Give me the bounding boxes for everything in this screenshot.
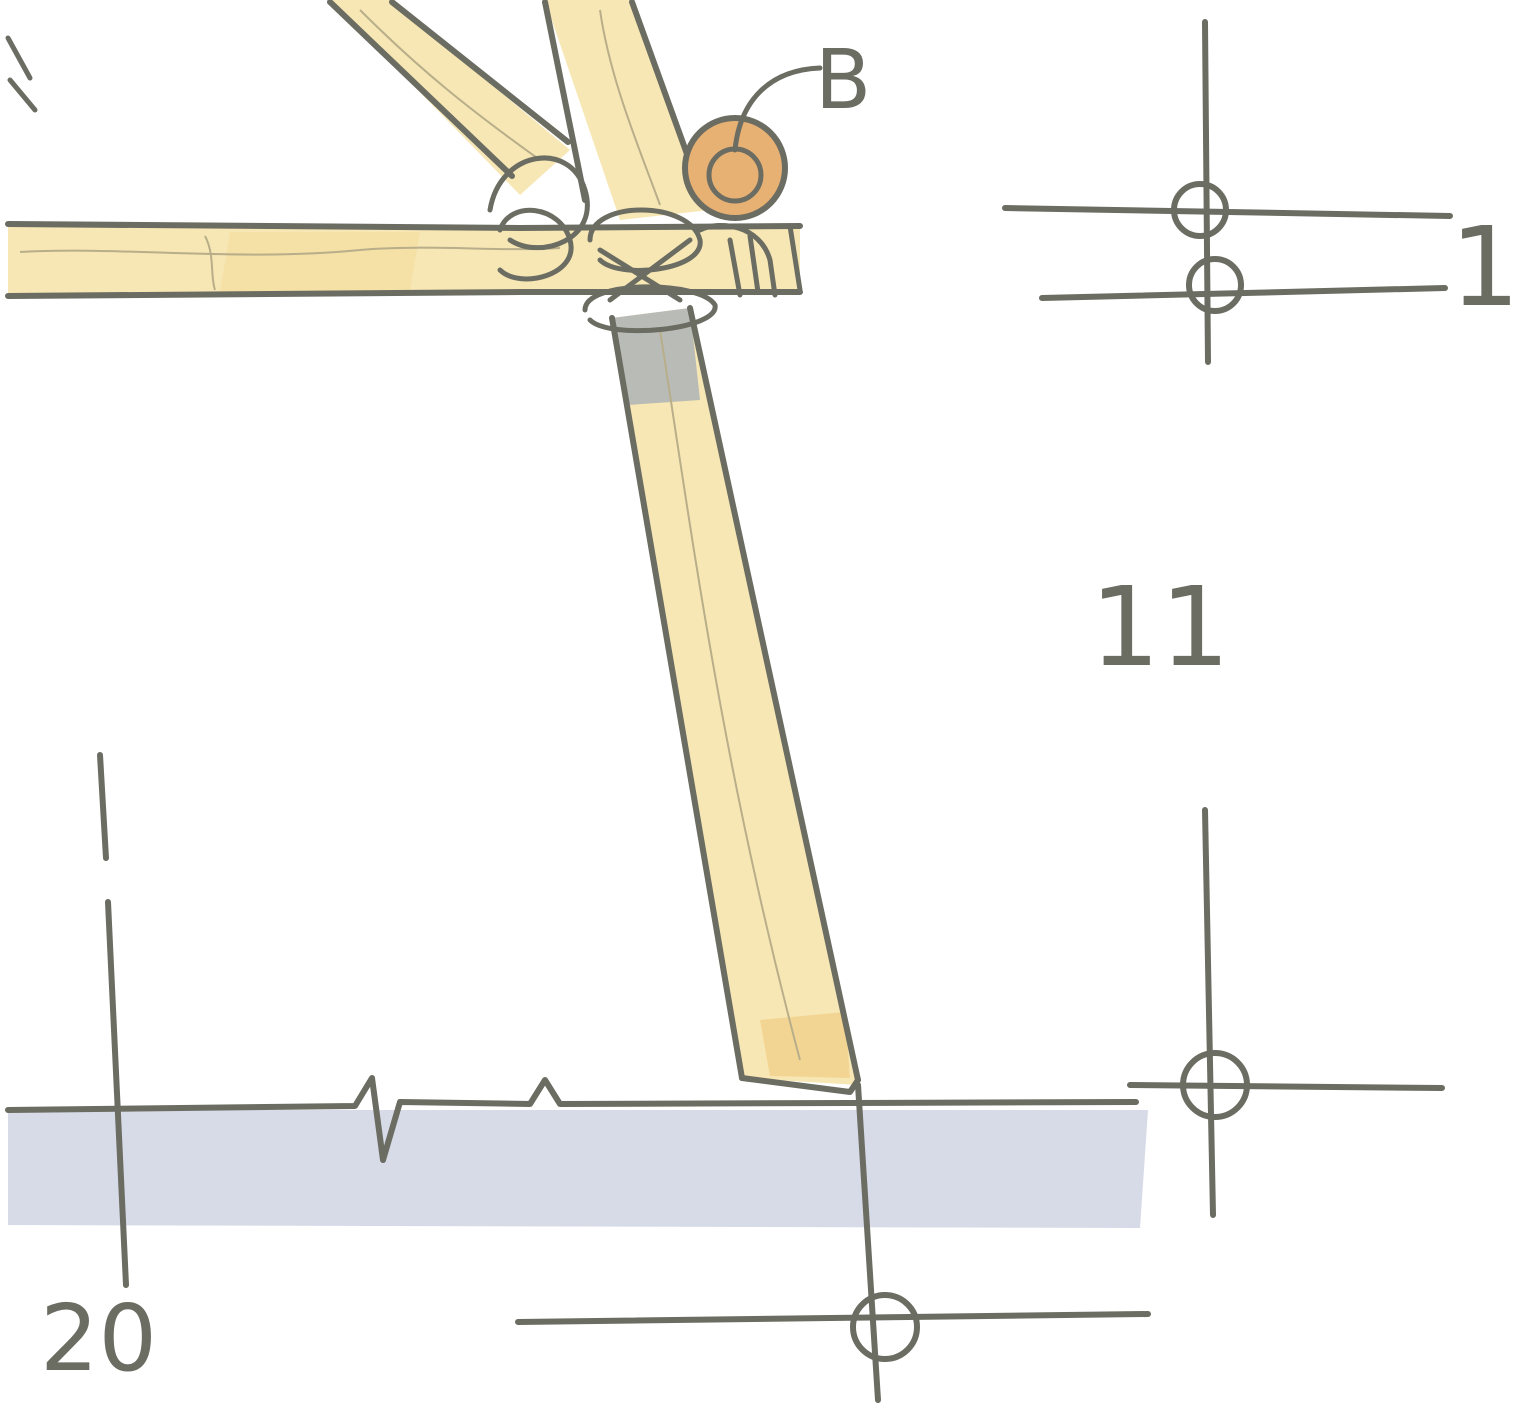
lashing-wrap-7 (747, 233, 761, 295)
lashing-cross-2 (607, 237, 693, 303)
left-rafter-edge-1 (327, 0, 515, 179)
axis-20-label: 20 (40, 1285, 157, 1392)
ground-line (5, 1075, 1139, 1163)
bolt-leader (732, 65, 823, 153)
lashing-wrap-1 (487, 155, 590, 251)
lashing-wrap-2 (497, 207, 574, 282)
upper-post (542, 0, 710, 220)
lashing-wrap-5 (697, 222, 778, 298)
bolt-label: B (815, 33, 871, 128)
left-rafter-edge-2 (389, 0, 571, 145)
lashing-wrap-6 (727, 237, 743, 298)
axis-1-circle-upper (1171, 181, 1229, 239)
lashing-wrap-4 (582, 284, 718, 334)
axis-11-vertical (1202, 807, 1216, 1218)
upper-post-grain (599, 9, 661, 206)
upper-post-fill (545, 0, 710, 220)
ground-fill (8, 1110, 1148, 1228)
post-grain (659, 329, 801, 1061)
ground (5, 1075, 1148, 1228)
left-rafter-grain (359, 9, 541, 161)
bolt: B (682, 33, 871, 221)
post-left-edge (609, 315, 745, 1081)
axis-11-horizontal (1127, 1082, 1445, 1091)
beam-grain (19, 246, 561, 256)
upper-post-edge-1 (542, 0, 588, 203)
axis-20-vertical-top (97, 752, 109, 861)
axis-1-line-lower (1039, 285, 1448, 301)
axis-marker-11: 11 (1090, 563, 1445, 1218)
axis-20-circle (850, 1292, 920, 1362)
axis-20-vertical (105, 899, 129, 1288)
horizontal-beam (5, 221, 803, 299)
axis-20-horizontal (515, 1311, 1151, 1325)
axis-marker-1: 1 (1002, 19, 1520, 365)
beam-tint (220, 232, 420, 292)
bolt-outer-ring (682, 115, 788, 221)
post-foot-tint (760, 1012, 850, 1078)
axis-11-label: 11 (1090, 563, 1230, 691)
beam-bottom-edge (5, 289, 803, 299)
axis-marker-20: 20 (40, 752, 1151, 1403)
post-fill (612, 308, 858, 1085)
axis-1-label: 1 (1450, 203, 1520, 331)
fragment-mark (5, 35, 38, 113)
axis-1-circle-lower (1186, 256, 1244, 314)
left-rafter (327, 0, 571, 195)
axis-1-vertical (1202, 19, 1211, 365)
post-right-edge (687, 305, 861, 1083)
axis-20-post-line (855, 1082, 881, 1403)
beam-grain-2 (204, 235, 216, 291)
left-rafter-fill (330, 0, 570, 195)
lashing-joint (487, 155, 778, 334)
beam-end (787, 223, 803, 293)
axis-11-circle (1180, 1050, 1250, 1120)
beam-top-edge (5, 221, 803, 231)
bolt-outer (685, 118, 785, 218)
diagonal-post (609, 305, 861, 1095)
